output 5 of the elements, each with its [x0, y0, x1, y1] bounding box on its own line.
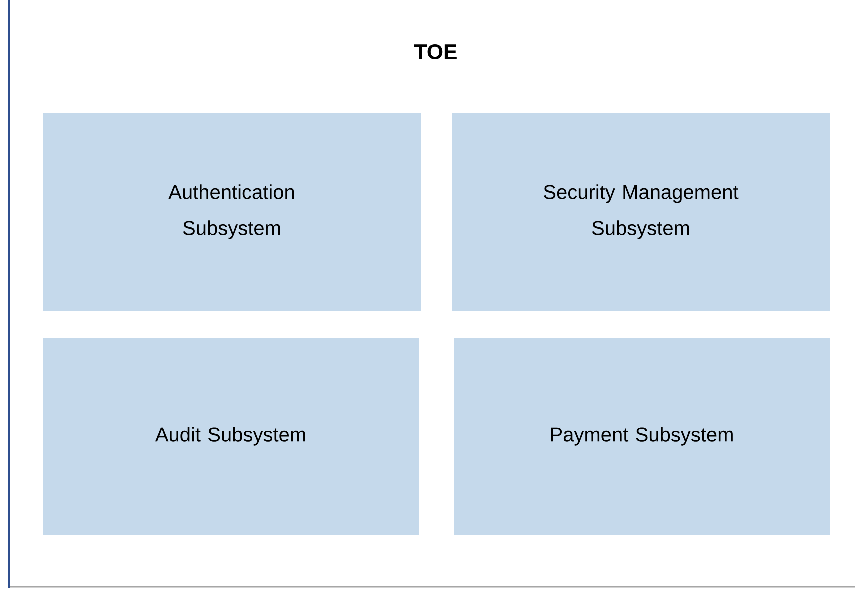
- subsystem-box: Authentication Subsystem: [43, 113, 421, 311]
- subsystem-box: Audit Subsystem: [43, 338, 419, 535]
- subsystem-box: Payment Subsystem: [454, 338, 830, 535]
- subsystem-box: Security Management Subsystem: [452, 113, 830, 311]
- heading: TOE: [414, 44, 457, 60]
